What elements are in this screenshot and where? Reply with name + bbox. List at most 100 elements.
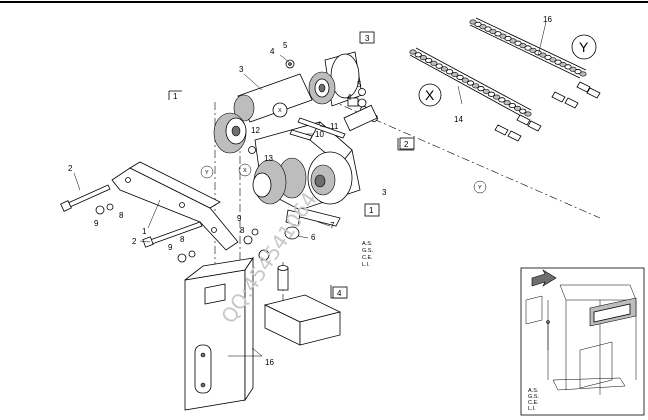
chain-link <box>514 105 522 111</box>
x-marker-left-label: X <box>243 168 247 174</box>
callout-3a: 3 <box>239 65 244 74</box>
chain-link <box>494 31 502 37</box>
callout-5a: 5 <box>283 41 288 50</box>
callout-16-top: 16 <box>543 15 552 24</box>
code-as-main: A.S. <box>362 241 373 247</box>
chain-link <box>425 57 433 64</box>
bracket-4: 4 <box>330 285 348 299</box>
callout-4a: 4 <box>270 47 275 56</box>
left-sprocket <box>213 112 247 154</box>
chain-link <box>498 97 506 103</box>
leader-7 <box>317 221 331 227</box>
leader-3a <box>243 73 263 91</box>
chain-link <box>508 102 516 109</box>
chain-link <box>435 63 443 69</box>
mounting-bracket <box>111 161 239 251</box>
view-x-label: X <box>425 87 435 103</box>
callout-2a: 2 <box>68 164 73 173</box>
callout-6: 6 <box>311 233 316 242</box>
callout-14: 14 <box>454 115 463 124</box>
view-y-circle <box>571 34 597 60</box>
code-gs-main: G.S. <box>362 248 373 254</box>
top-rule <box>0 1 648 3</box>
chain-link <box>451 72 459 78</box>
leader-2a <box>73 172 81 191</box>
bracket-4-label: 4 <box>337 289 342 298</box>
callout-4b: 4 <box>347 93 352 102</box>
callout-9a: 9 <box>94 219 99 228</box>
leader-11 <box>319 125 331 129</box>
chain-link <box>514 40 522 46</box>
bolt-2-upper <box>60 184 111 212</box>
chain-link <box>456 74 464 80</box>
chain-link <box>519 108 527 114</box>
y-marker-right-label: Y <box>478 185 482 191</box>
chain-link <box>487 91 496 97</box>
bracket-1-low: 1 <box>364 203 380 217</box>
callout-10: 10 <box>315 130 324 139</box>
code-gs-inset: G.S. <box>528 394 539 400</box>
upper-housing-3: X <box>233 73 313 123</box>
bracket-3-label: 3 <box>365 34 370 43</box>
chain-link <box>472 83 480 89</box>
inset-view: A.S. G.S. C.E. L.I. <box>520 267 645 416</box>
pin-11 <box>297 117 346 139</box>
chain-guard-16 <box>184 256 254 411</box>
nut-9-upper <box>95 205 105 215</box>
y-marker-left-label: Y <box>205 170 209 176</box>
chain-link <box>564 64 572 70</box>
chain-link <box>503 100 511 106</box>
chain-link <box>440 66 448 72</box>
leader-1a <box>147 199 161 229</box>
callout-9b: 9 <box>168 243 173 252</box>
callout-1a: 1 <box>142 227 147 236</box>
chain-link <box>544 54 552 61</box>
callout-13: 13 <box>264 154 273 163</box>
callout-16-bottom: 16 <box>265 358 274 367</box>
nut-9-lower <box>177 253 187 263</box>
chain-link <box>430 60 438 66</box>
y-marker-left <box>200 165 214 179</box>
washer-8-mid <box>251 228 259 236</box>
code-li-main: L.I. <box>362 262 370 268</box>
callout-11: 11 <box>330 122 339 131</box>
chain-link <box>461 77 469 83</box>
chain-link <box>414 52 422 58</box>
x-marker-label: X <box>278 108 282 114</box>
spacer <box>258 249 270 261</box>
leader-2b <box>139 240 151 243</box>
code-ce-inset: C.E. <box>528 400 539 406</box>
chain-link <box>474 21 482 27</box>
leader-4a <box>279 54 290 63</box>
x-marker-left <box>238 163 252 177</box>
chain-link <box>554 59 562 65</box>
chain-link <box>466 80 475 86</box>
bracket-1: 1 <box>168 90 182 101</box>
callout-8b: 8 <box>180 235 185 244</box>
upper-sprocket-right <box>308 51 367 108</box>
washer-8-upper <box>106 203 114 211</box>
chain-link <box>477 86 485 92</box>
chain-link <box>579 71 587 77</box>
code-ce-main: C.E. <box>362 255 373 261</box>
nut-9-mid <box>243 235 253 245</box>
chain-link <box>482 88 490 94</box>
drive-assembly <box>252 104 378 240</box>
bracket-1-label: 1 <box>173 92 178 101</box>
chain-link <box>504 35 512 42</box>
callout-7: 7 <box>330 221 335 230</box>
chain-link <box>493 94 501 100</box>
leader-14 <box>457 85 463 105</box>
chain-14 <box>409 47 542 142</box>
callout-9c: 9 <box>237 214 242 223</box>
leader-16-bottom-b <box>251 347 263 357</box>
bracket-1-low-label: 1 <box>369 206 374 215</box>
chain-link <box>524 45 532 51</box>
chain-link <box>409 49 417 55</box>
bracket-2: 2 <box>397 137 415 151</box>
callout-8a: 8 <box>119 211 124 220</box>
callout-2b: 2 <box>132 237 137 246</box>
code-li-inset: L.I. <box>528 406 536 412</box>
leader-16-top <box>537 21 547 57</box>
